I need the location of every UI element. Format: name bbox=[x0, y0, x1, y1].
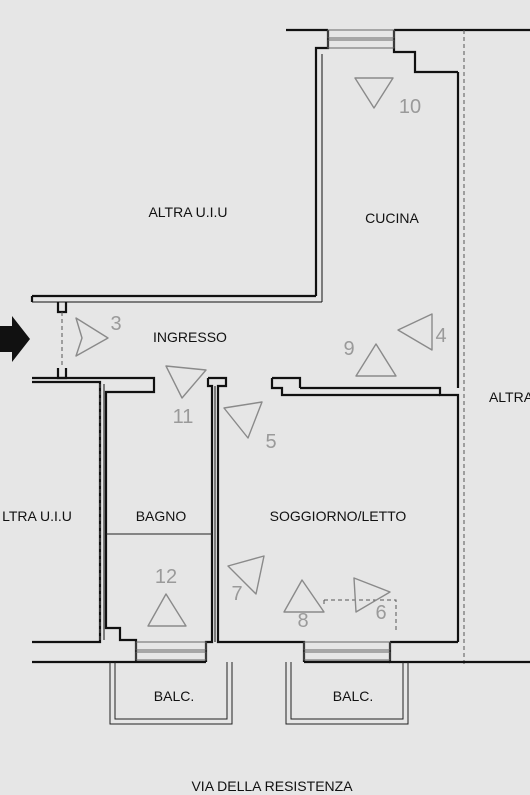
balconies bbox=[109, 662, 409, 725]
camera-number-11: 11 bbox=[173, 406, 194, 428]
room-label-balc-right: BALC. bbox=[333, 688, 373, 704]
camera-number-7: 7 bbox=[231, 583, 242, 605]
camera-number-5: 5 bbox=[265, 431, 276, 453]
camera-number-3: 3 bbox=[110, 313, 121, 335]
windows bbox=[135, 29, 395, 661]
camera-number-6: 6 bbox=[375, 602, 386, 624]
camera-number-10: 10 bbox=[399, 96, 421, 118]
room-label-cucina: CUCINA bbox=[365, 210, 419, 226]
walls bbox=[30, 28, 530, 665]
room-label-ingresso: INGRESSO bbox=[153, 329, 227, 345]
room-label-balc-left: BALC. bbox=[154, 688, 194, 704]
room-label-altra-right: ALTRA bbox=[489, 389, 530, 405]
room-label-soggiorno: SOGGIORNO/LETTO bbox=[270, 508, 407, 524]
camera-number-4: 4 bbox=[435, 325, 446, 347]
camera-markers bbox=[75, 77, 433, 627]
camera-number-9: 9 bbox=[343, 338, 354, 360]
street-label: VIA DELLA RESISTENZA bbox=[191, 778, 353, 794]
room-label-altra-uiu-top: ALTRA U.I.U bbox=[148, 204, 227, 220]
room-label-altra-uiu-left: LTRA U.I.U bbox=[2, 508, 72, 524]
entrance-arrow-icon bbox=[0, 316, 30, 362]
camera-number-8: 8 bbox=[297, 610, 308, 632]
room-label-bagno: BAGNO bbox=[136, 508, 187, 524]
camera-number-12: 12 bbox=[155, 566, 177, 588]
